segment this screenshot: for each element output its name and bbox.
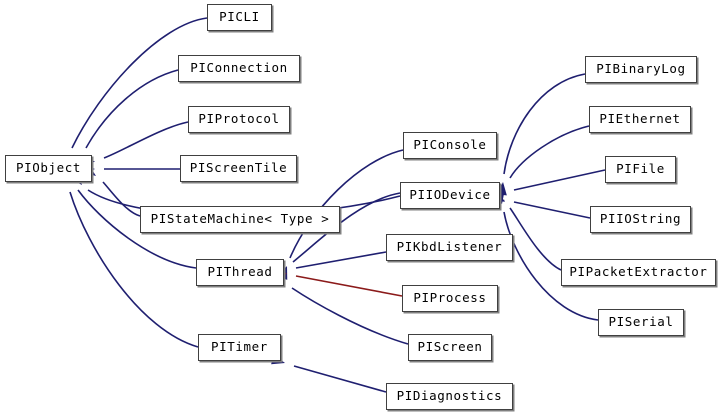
class-node-pibinarylog[interactable]: PIBinaryLog [585, 56, 697, 83]
class-node-piprocess[interactable]: PIProcess [402, 285, 498, 312]
class-node-piserial[interactable]: PISerial [598, 309, 684, 336]
edge-piprocess-pithread [295, 275, 403, 297]
class-node-pithread[interactable]: PIThread [196, 259, 284, 286]
edge-pipacketextractor-piiodevice [509, 207, 562, 271]
class-node-picli[interactable]: PICLI [207, 4, 272, 31]
class-node-piprotocol[interactable]: PIProtocol [188, 106, 290, 133]
edge-pikbdlistener-pithread [295, 251, 387, 269]
class-node-piscreentile[interactable]: PIScreenTile [180, 155, 297, 182]
class-node-pistatemachine[interactable]: PIStateMachine< Type > [140, 206, 340, 233]
class-node-piethernet[interactable]: PIEthernet [589, 106, 691, 133]
class-node-pipacketextractor[interactable]: PIPacketExtractor [561, 259, 716, 286]
class-node-pidiagnostics[interactable]: PIDiagnostics [386, 383, 513, 410]
edge-piethernet-piiodevice [509, 125, 590, 179]
edge-piscreen-pithread [291, 287, 409, 345]
class-node-piobject[interactable]: PIObject [5, 155, 92, 182]
class-node-piconsole[interactable]: PIConsole [403, 132, 497, 159]
edge-pibinarylog-piiodevice [503, 73, 586, 175]
class-node-piconnection[interactable]: PIConnection [178, 55, 300, 82]
edge-pidiagnostics-pitimer [293, 365, 387, 393]
class-node-pitimer[interactable]: PITimer [198, 334, 281, 361]
edge-pifile-piiodevice [513, 169, 606, 191]
edge-piiostring-piiodevice [513, 201, 591, 219]
class-node-pifile[interactable]: PIFile [605, 156, 676, 183]
class-node-piiostring[interactable]: PIIOString [590, 206, 691, 233]
edge-pistatemachine-piobject [102, 181, 141, 217]
class-node-piscreen[interactable]: PIScreen [408, 334, 492, 361]
edge-piconnection-piobject [85, 69, 179, 149]
class-node-piiodevice[interactable]: PIIODevice [400, 182, 500, 209]
edge-piprotocol-piobject [103, 121, 189, 159]
edge-picli-piobject [71, 17, 208, 149]
class-node-pikbdlistener[interactable]: PIKbdListener [386, 234, 513, 261]
